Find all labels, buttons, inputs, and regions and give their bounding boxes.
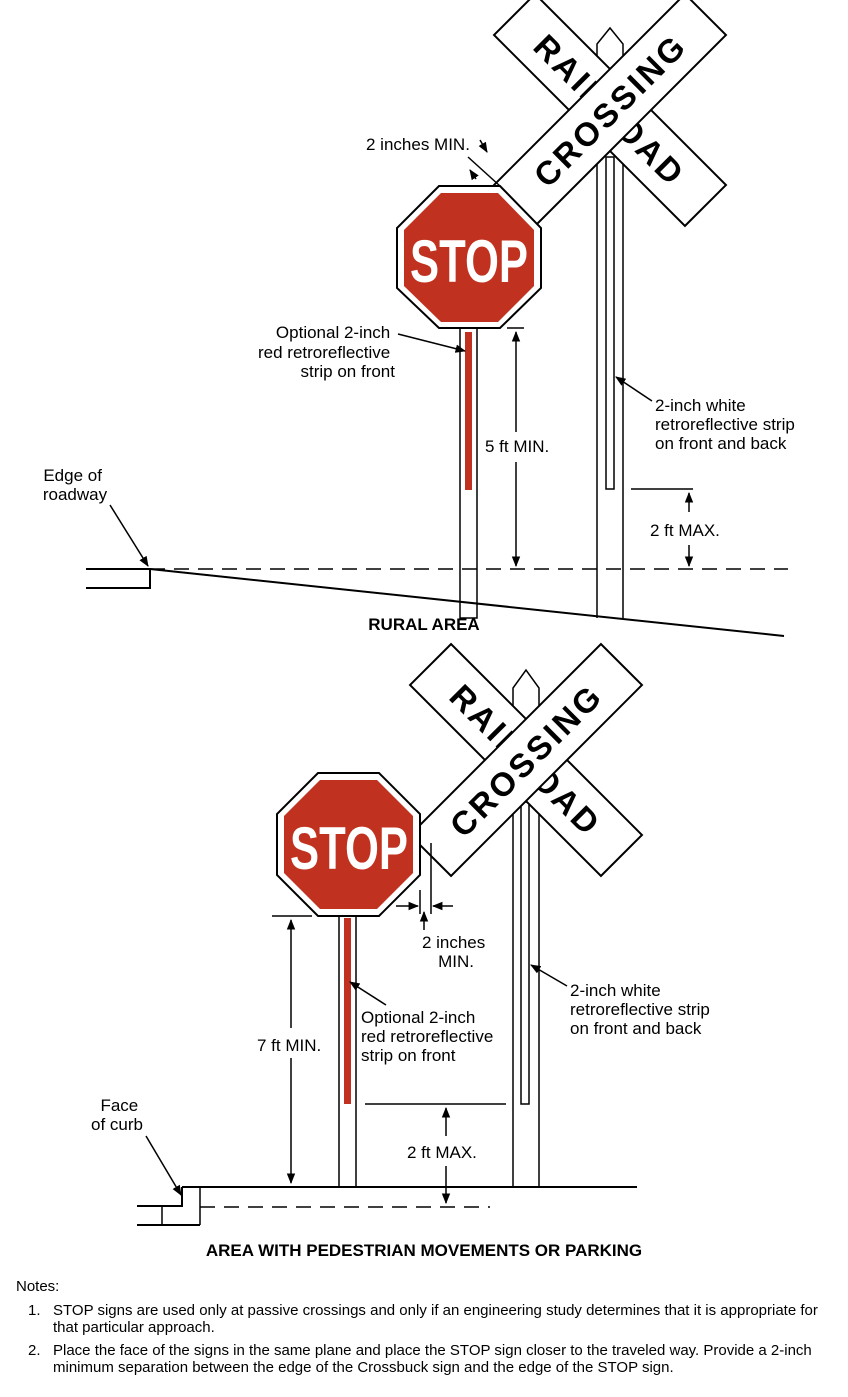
rural-area-title: RURAL AREA	[368, 615, 479, 634]
urban-face-of-curb-label: Face of curb	[91, 1096, 143, 1134]
rural-stop-text: STOP	[410, 228, 528, 295]
note-item: 1. STOP signs are used only at passive c…	[16, 1302, 836, 1336]
urban-stop-height-label: 7 ft MIN.	[257, 1036, 321, 1055]
urban-stop-post	[338, 909, 357, 1188]
rural-ground-lines	[86, 568, 788, 637]
urban-white-strip-label: 2-inch white retroreflective strip on fr…	[570, 981, 715, 1038]
rural-separation-label: 2 inches MIN.	[366, 135, 470, 154]
urban-ground-lines	[137, 1186, 637, 1226]
urban-separation-dimension	[396, 843, 453, 930]
notes-section: Notes: 1. STOP signs are used only at pa…	[16, 1278, 836, 1382]
urban-area-figure: RAILROAD CROSSING STOP	[91, 642, 715, 1260]
rural-stop-height-dimension	[507, 327, 524, 568]
note-number: 2.	[28, 1342, 41, 1359]
urban-separation-label: 2 inches MIN.	[422, 933, 490, 971]
rural-red-retroreflective-strip	[465, 332, 472, 490]
urban-crossbuck-gap-label: 2 ft MAX.	[407, 1143, 477, 1162]
rural-white-retroreflective-strip	[605, 156, 615, 490]
urban-crossbuck-gap-dimension	[365, 1103, 506, 1205]
urban-stop-sign: STOP	[276, 772, 421, 917]
rural-crossbuck-gap-label: 2 ft MAX.	[650, 521, 720, 540]
rural-crossbuck-gap-dimension	[631, 488, 694, 568]
rural-crossbuck-post	[596, 26, 624, 618]
urban-stop-text: STOP	[290, 815, 408, 882]
note-text: STOP signs are used only at passive cros…	[53, 1302, 818, 1336]
railroad-crossing-diagram: RAILROAD CROSSING STOP	[43, 0, 800, 1260]
rural-edge-of-roadway-label: Edge of roadway	[43, 466, 108, 504]
urban-white-retroreflective-strip	[520, 801, 530, 1105]
rural-stop-post	[459, 321, 478, 619]
rural-white-strip-label: 2-inch white retroreflective strip on fr…	[655, 396, 800, 453]
rural-stop-sign: STOP	[396, 185, 542, 329]
rural-separation-dimension	[467, 139, 501, 187]
urban-red-strip-label: Optional 2-inch red retroreflective stri…	[361, 1008, 498, 1065]
urban-area-title: AREA WITH PEDESTRIAN MOVEMENTS OR PARKIN…	[206, 1241, 642, 1260]
urban-red-retroreflective-strip	[344, 918, 351, 1104]
note-number: 1.	[28, 1302, 41, 1319]
note-text: Place the face of the signs in the same …	[53, 1342, 812, 1376]
rural-area-figure: RAILROAD CROSSING STOP	[43, 0, 800, 637]
note-item: 2. Place the face of the signs in the sa…	[16, 1342, 836, 1376]
urban-stop-height-dimension	[272, 915, 312, 1185]
rural-red-strip-label: Optional 2-inch red retroreflective stri…	[258, 323, 395, 381]
rural-stop-height-label: 5 ft MIN.	[485, 437, 549, 456]
notes-title: Notes:	[16, 1278, 60, 1295]
